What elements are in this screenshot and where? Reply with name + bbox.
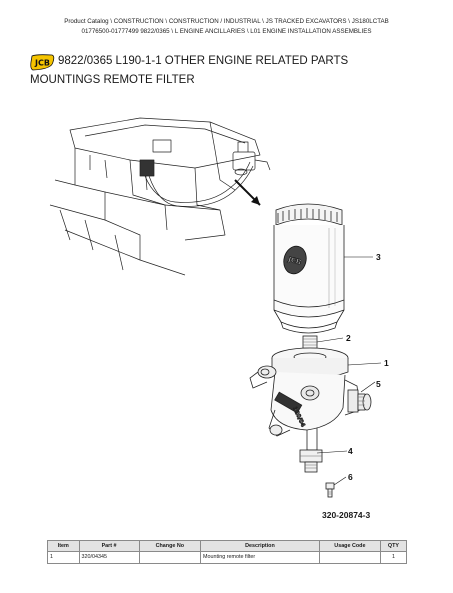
callout-leaders (316, 256, 382, 486)
header-description: Description (200, 540, 320, 552)
breadcrumb-product-catalog[interactable]: Product Catalog (64, 18, 109, 25)
breadcrumb-separator: \ (246, 27, 249, 35)
breadcrumb-engine-ancillaries[interactable]: L ENGINE ANCILLARIES (174, 27, 246, 35)
parts-table: Item Part # Change No Description Usage … (47, 540, 408, 564)
breadcrumb-separator: \ (171, 27, 174, 35)
diagram-reference-number: 320-20874-3 (322, 510, 371, 520)
header-item: Item (47, 540, 80, 552)
filter-stud (302, 335, 318, 351)
breadcrumb-construction[interactable]: CONSTRUCTION (113, 18, 164, 25)
cell-part-number[interactable]: 320/04345 (78, 550, 140, 564)
breadcrumb-line-2: 01776500-01777499 9822/0365 \ L ENGINE A… (0, 27, 453, 37)
breadcrumb-serial-range[interactable]: 01776500-01777499 9822/0365 (81, 27, 170, 35)
callout-5: 5 (376, 379, 381, 389)
parts-diagram: JCB 320/04 (49, 117, 389, 498)
breadcrumb-separator: \ (348, 18, 350, 25)
breadcrumb-model[interactable]: JS180LCTAB (351, 18, 389, 25)
parts-table-header: Item Part # Change No Description Usage … (47, 540, 408, 552)
fitting-4 (299, 449, 323, 473)
callout-2: 2 (346, 333, 351, 343)
callout-6: 6 (348, 472, 353, 482)
fitting-5 (347, 389, 372, 413)
engine-frame-sketch (49, 117, 271, 276)
filter-head-body: 320/04 (249, 347, 361, 451)
cell-qty: 1 (379, 550, 408, 564)
callout-1: 1 (384, 358, 389, 368)
breadcrumb-separator: \ (165, 18, 168, 25)
table-row[interactable]: 1 320/04345 Mounting remote filter 1 (47, 550, 408, 564)
breadcrumb-line-1: Product Catalog \ CONSTRUCTION \ CONSTRU… (0, 17, 453, 27)
breadcrumb-js-tracked-excavators[interactable]: JS TRACKED EXCAVATORS (265, 18, 347, 25)
breadcrumb: Product Catalog \ CONSTRUCTION \ CONSTRU… (0, 17, 453, 36)
remote-filter-canister: JCB (273, 203, 345, 334)
jcb-logo-icon: JCB (30, 54, 55, 71)
cell-usage-code (318, 550, 381, 564)
header-usage-code: Usage Code (318, 540, 381, 552)
cell-item: 1 (47, 550, 80, 564)
header-change-no: Change No (138, 540, 202, 552)
cell-change-no (138, 550, 202, 564)
detail-leader (234, 179, 261, 206)
filter-brand-icon: JCB (283, 245, 307, 275)
callout-4: 4 (348, 446, 353, 456)
breadcrumb-separator: \ (262, 18, 264, 25)
breadcrumb-engine-installation[interactable]: L01 ENGINE INSTALLATION ASSEMBLIES (250, 27, 372, 35)
cell-description: Mounting remote filter (200, 550, 320, 564)
logo-text: JCB (34, 59, 50, 68)
header-qty: QTY (379, 540, 408, 552)
callout-3: 3 (376, 252, 381, 262)
page-title: 9822/0365 L190-1-1 OTHER ENGINE RELATED … (58, 55, 349, 67)
fitting-6 (325, 482, 335, 498)
header-part-number: Part # (78, 540, 140, 552)
breadcrumb-construction-industrial[interactable]: CONSTRUCTION / INDUSTRIAL (168, 18, 261, 25)
page-subtitle: MOUNTINGS REMOTE FILTER (30, 74, 195, 86)
breadcrumb-separator: \ (110, 18, 113, 25)
